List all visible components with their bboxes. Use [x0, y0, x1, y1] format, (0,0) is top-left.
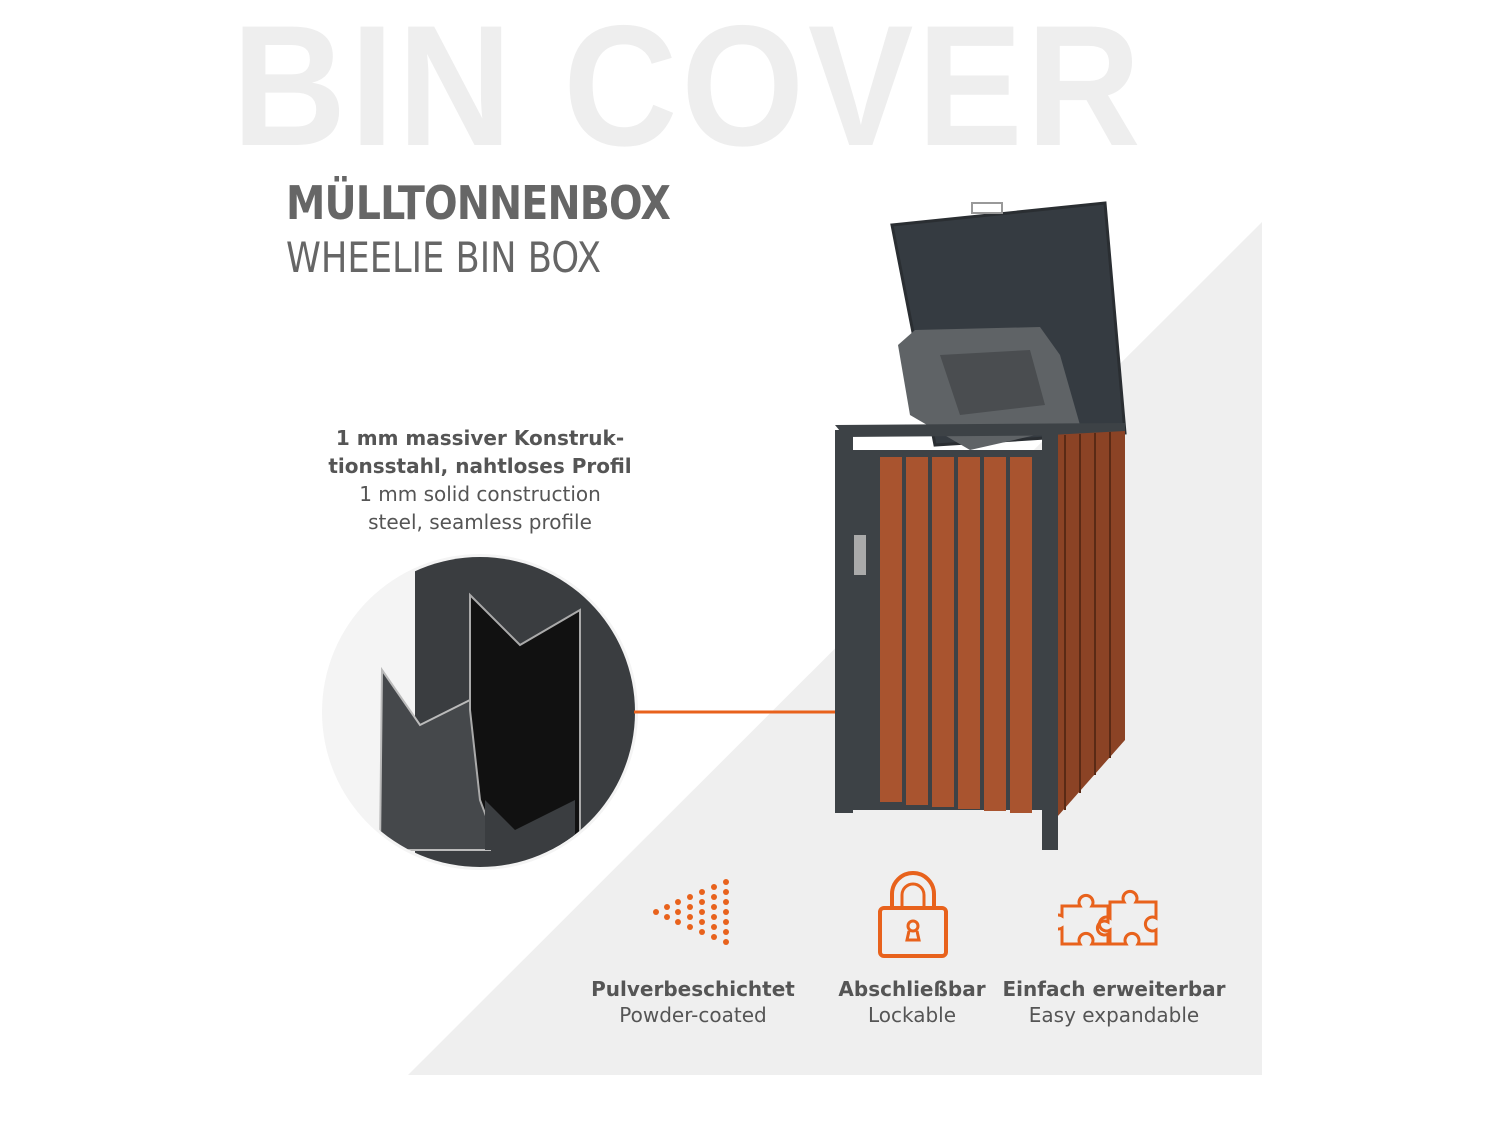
- page-subtitle: WHEELIE BIN BOX: [286, 233, 602, 282]
- feature-label-en: Easy expandable: [1028, 1003, 1200, 1027]
- feature-lockable: Abschließbar Lockable: [797, 976, 1027, 1028]
- puzzle-icon: [1058, 889, 1158, 946]
- callout-de-1: 1 mm massiver Konstruk-: [335, 426, 625, 450]
- callout-en-2: steel, seamless profile: [368, 510, 592, 534]
- feature-label-de: Einfach erweiterbar: [1002, 977, 1226, 1001]
- callout-de-2: tionsstahl, nahtloses Profil: [328, 454, 632, 478]
- callout-en-1: 1 mm solid construction: [359, 482, 601, 506]
- feature-label-en: Powder-coated: [619, 1003, 767, 1027]
- feature-expandable: Einfach erweiterbar Easy expandable: [999, 976, 1229, 1028]
- bin-box-image: [835, 201, 1127, 850]
- feature-label-de: Abschließbar: [838, 977, 986, 1001]
- page-title: MÜLLTONNENBOX: [286, 176, 671, 230]
- feature-label-en: Lockable: [867, 1003, 957, 1027]
- spray-dots-icon: [653, 879, 729, 945]
- padlock-icon: [878, 871, 948, 958]
- feature-label-de: Pulverbeschichtet: [591, 977, 795, 1001]
- profile-detail-image: [322, 554, 638, 870]
- watermark-text: BIN COVER: [232, 0, 1145, 182]
- feature-powder-coated: Pulverbeschichtet Powder-coated: [578, 976, 808, 1028]
- profile-callout: 1 mm massiver Konstruk- tionsstahl, naht…: [300, 424, 660, 536]
